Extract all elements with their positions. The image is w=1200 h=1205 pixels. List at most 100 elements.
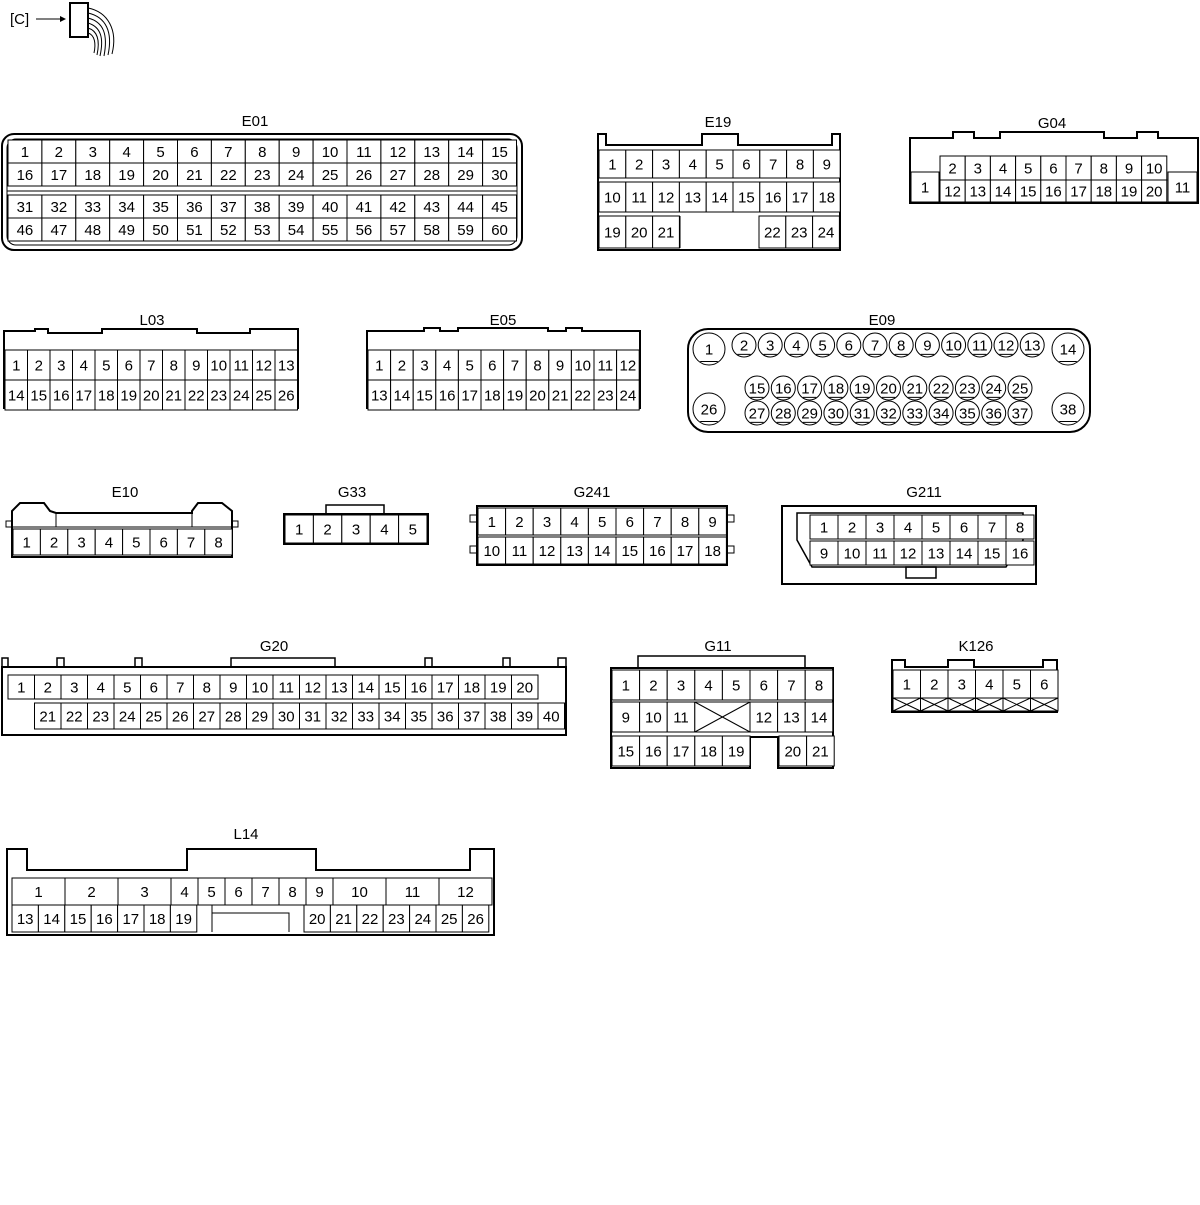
pin-label: 35 — [410, 708, 427, 725]
pin-cell — [678, 149, 707, 179]
pin-cell — [332, 877, 387, 906]
pin-cell — [64, 877, 119, 906]
pin-cell — [1051, 332, 1085, 366]
pin-cell — [759, 149, 788, 179]
pin-cell — [39, 528, 69, 556]
pin-cell — [731, 332, 757, 358]
pin-cell — [219, 674, 247, 700]
connector-label-e10: E10 — [112, 484, 139, 501]
pin-label: 6 — [742, 156, 750, 173]
pin-cell — [921, 540, 951, 566]
pin-label: 12 — [390, 144, 407, 161]
pin-cell — [299, 702, 327, 730]
pin-label: 16 — [775, 380, 792, 397]
pin-label: 32 — [331, 708, 348, 725]
pin-label: 6 — [760, 677, 768, 694]
connector-label-g04: G04 — [1038, 115, 1066, 132]
pin-label: 8 — [681, 514, 689, 531]
pin-label: 23 — [254, 167, 271, 184]
pin-cell — [823, 400, 849, 426]
pin-label: 31 — [17, 199, 34, 216]
pin-label: 15 — [70, 911, 87, 928]
pin-cell — [278, 877, 307, 906]
pin-label: 52 — [220, 222, 237, 239]
connector-label-l14: L14 — [233, 826, 258, 843]
pin-cell — [732, 149, 761, 179]
pin-label: 4 — [380, 521, 388, 538]
pin-cell — [977, 540, 1007, 566]
pin-cell — [804, 669, 834, 701]
pin-label: 26 — [278, 387, 295, 404]
pin-label: 55 — [322, 222, 339, 239]
pin-cell — [1030, 669, 1059, 699]
pin-label: 32 — [51, 199, 68, 216]
pin-cell — [329, 904, 358, 933]
pin-label: 21 — [552, 387, 569, 404]
pin-label: 9 — [1125, 160, 1133, 177]
pin-cell — [670, 536, 700, 565]
pin-label: 24 — [414, 911, 431, 928]
pin-label: 3 — [420, 357, 428, 374]
pin-label: 19 — [120, 387, 137, 404]
pin-label: 11 — [673, 709, 689, 726]
pin-label: 3 — [766, 337, 774, 354]
pin-cell — [1007, 400, 1033, 426]
pin-label: 3 — [974, 160, 982, 177]
pin-label: 25 — [1012, 380, 1029, 397]
pin-label: 13 — [566, 543, 583, 560]
pin-label: 9 — [708, 514, 716, 531]
pin-label: 1 — [295, 521, 303, 538]
pin-label: 21 — [906, 380, 923, 397]
pin-label: 18 — [98, 387, 115, 404]
pin-label: 4 — [689, 156, 697, 173]
pin-label: 15 — [1020, 183, 1037, 200]
pin-label: 9 — [823, 156, 831, 173]
pin-label: 13 — [969, 183, 986, 200]
pin-label: 14 — [594, 543, 611, 560]
pin-label: 1 — [903, 676, 911, 693]
connector-label-g211: G211 — [906, 484, 942, 501]
pin-label: 28 — [225, 708, 242, 725]
pin-label: 20 — [784, 743, 801, 760]
pin-cell — [12, 528, 41, 556]
pin-label: 10 — [251, 679, 268, 696]
pin-label: 5 — [123, 679, 131, 696]
pin-cell — [666, 701, 696, 733]
pin-cell — [759, 181, 788, 213]
pin-cell — [836, 332, 862, 358]
pin-label: 4 — [180, 884, 188, 901]
pin-label: 7 — [187, 534, 195, 551]
pin-label: 10 — [210, 357, 227, 374]
pin-cell — [770, 375, 796, 401]
pin-cell — [749, 701, 779, 733]
pin-cell — [666, 669, 696, 701]
pin-label: 16 — [96, 911, 113, 928]
pin-label: 50 — [152, 222, 169, 239]
pin-label: 11 — [278, 679, 294, 696]
pin-label: 24 — [119, 708, 136, 725]
pin-cell — [1007, 375, 1033, 401]
pin-label: 2 — [55, 144, 63, 161]
pin-cell — [1090, 155, 1117, 181]
pin-cell — [797, 375, 823, 401]
pin-label: 23 — [791, 224, 808, 241]
pin-label: 48 — [84, 222, 101, 239]
pin-cell — [305, 877, 334, 906]
pin-label: 3 — [70, 679, 78, 696]
pin-cell — [356, 904, 384, 933]
pin-label: 14 — [8, 387, 25, 404]
cross-icon — [975, 697, 1004, 712]
pin-label: 26 — [701, 401, 718, 418]
pin-label: 14 — [394, 387, 411, 404]
pin-label: 6 — [1040, 676, 1048, 693]
cross-icon — [694, 701, 751, 733]
pin-cell — [560, 507, 589, 536]
pin-cell — [87, 702, 115, 730]
pin-label: 8 — [796, 156, 804, 173]
pin-label: 21 — [335, 911, 352, 928]
pin-cell — [783, 332, 809, 358]
pin-label: 32 — [880, 405, 897, 422]
pin-label: 27 — [749, 405, 766, 422]
